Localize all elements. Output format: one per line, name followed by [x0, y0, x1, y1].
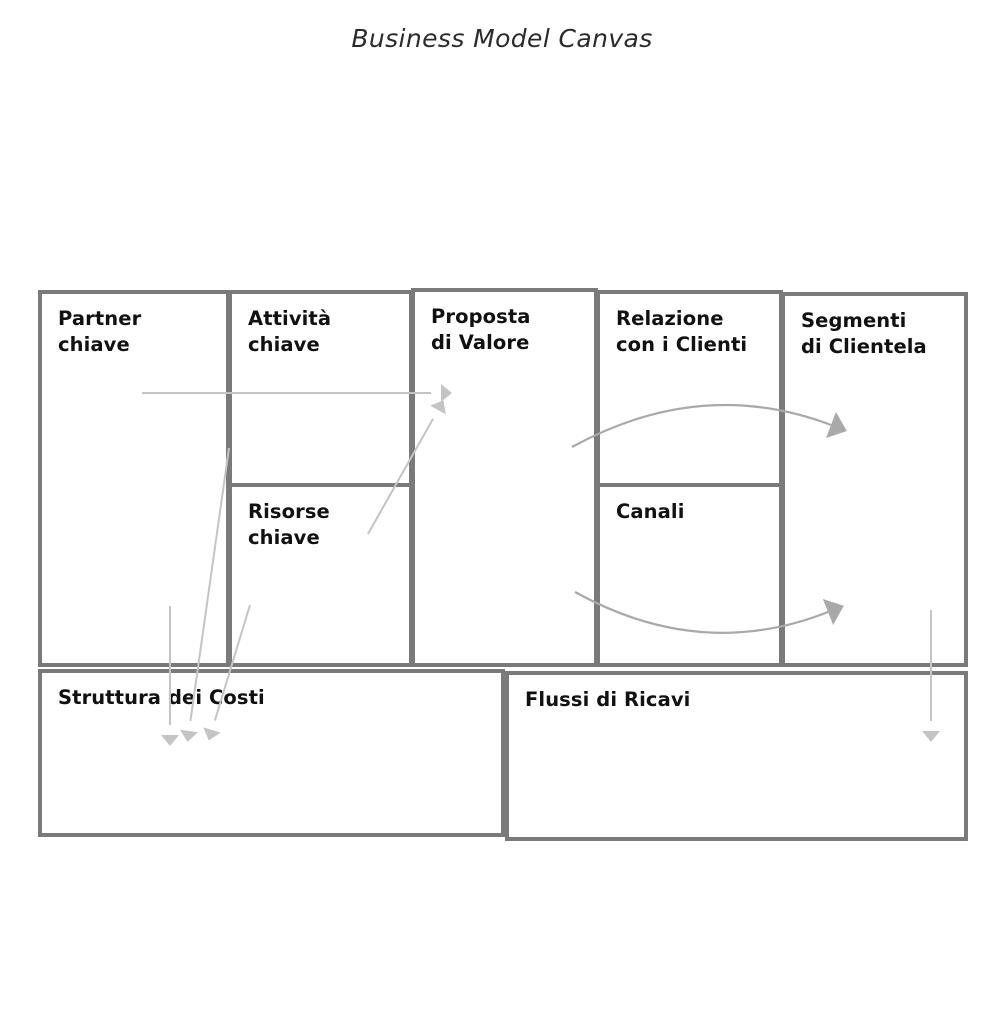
- page-title: Business Model Canvas: [351, 24, 653, 53]
- canvas-block-label-canali: Canali: [616, 500, 685, 523]
- canvas-block-label-flussi-di-ricavi: Flussi di Ricavi: [525, 688, 691, 711]
- canvas-block-partner-chiave[interactable]: Partner chiave: [38, 290, 230, 667]
- canvas-block-proposta-di-valore[interactable]: Proposta di Valore: [411, 288, 598, 667]
- canvas-block-label-attivita-chiave: Attività chiave: [248, 307, 332, 356]
- canvas-block-label-partner-chiave: Partner chiave: [58, 307, 142, 356]
- canvas-block-flussi-di-ricavi[interactable]: Flussi di Ricavi: [505, 671, 968, 841]
- canvas-block-risorse-chiave[interactable]: Risorse chiave: [228, 483, 413, 667]
- canvas-block-segmenti-di-clientela[interactable]: Segmenti di Clientela: [781, 292, 968, 667]
- canvas-block-label-segmenti-di-clientela: Segmenti di Clientela: [801, 309, 927, 358]
- canvas-block-label-risorse-chiave: Risorse chiave: [248, 500, 330, 549]
- canvas-block-canali[interactable]: Canali: [596, 483, 783, 667]
- canvas-block-struttura-dei-costi[interactable]: Struttura dei Costi: [38, 669, 505, 837]
- canvas-block-relazione-con-i-clienti[interactable]: Relazione con i Clienti: [596, 290, 783, 487]
- canvas-block-label-relazione-con-i-clienti: Relazione con i Clienti: [616, 307, 748, 356]
- canvas-block-label-proposta-di-valore: Proposta di Valore: [431, 305, 531, 354]
- canvas-block-attivita-chiave[interactable]: Attività chiave: [228, 290, 413, 487]
- canvas-block-label-struttura-dei-costi: Struttura dei Costi: [58, 686, 265, 709]
